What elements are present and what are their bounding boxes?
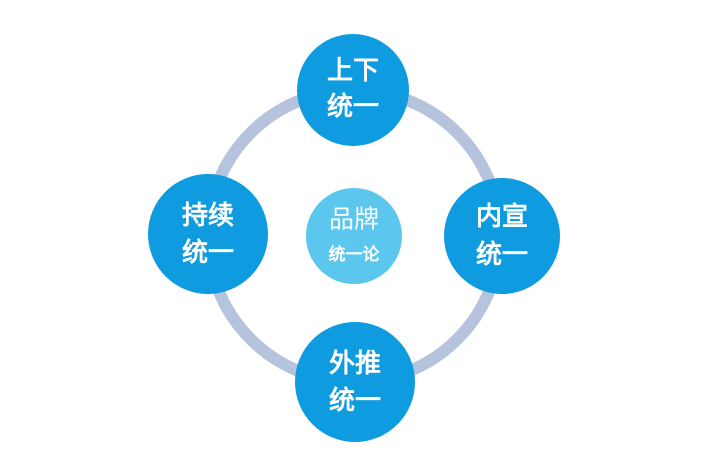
node-left-label-line2: 统一 xyxy=(182,237,234,268)
node-left-circle xyxy=(148,174,268,294)
node-top-circle xyxy=(297,34,409,146)
node-left-label-line1: 持续 xyxy=(182,200,234,231)
center-concept: 品牌 统一论 xyxy=(306,188,402,284)
node-right: 内宣 统一 xyxy=(444,178,560,294)
node-bottom-label-line1: 外推 xyxy=(329,349,381,379)
node-top: 上下 统一 xyxy=(297,34,409,146)
node-right-label-line2: 统一 xyxy=(476,239,528,270)
node-right-circle xyxy=(444,178,560,294)
center-label-line1: 品牌 xyxy=(329,205,379,234)
node-bottom-circle xyxy=(295,322,415,442)
center-label-line2: 统一论 xyxy=(329,244,381,265)
node-right-label-line1: 内宣 xyxy=(476,201,528,232)
node-top-label-line1: 上下 xyxy=(327,56,379,86)
node-top-label-line2: 统一 xyxy=(327,91,379,122)
node-bottom: 外推 统一 xyxy=(295,322,415,442)
center-circle xyxy=(306,188,402,284)
node-left: 持续 统一 xyxy=(148,174,268,294)
node-bottom-label-line2: 统一 xyxy=(329,385,381,416)
